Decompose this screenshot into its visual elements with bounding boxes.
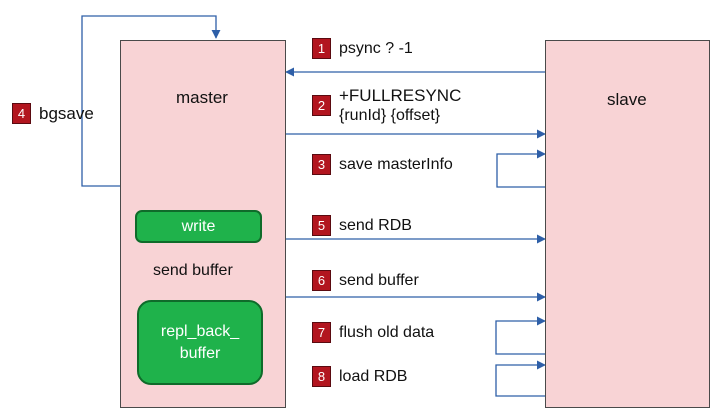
step-text: send buffer (339, 271, 419, 289)
step-6: 6 send buffer (312, 270, 419, 291)
step-text-line2: {runId} {offset} (339, 107, 441, 124)
step-text: save masterInfo (339, 155, 453, 173)
step-badge: 5 (312, 215, 331, 236)
step-8: 8 load RDB (312, 366, 407, 387)
step-text: bgsave (39, 103, 94, 123)
arrow-bgsave-loop (81, 15, 221, 187)
step-badge: 3 (312, 154, 331, 175)
step-5: 5 send RDB (312, 215, 412, 236)
step-text: +FULLRESYNC {runId} {offset} (339, 86, 461, 126)
step-text: psync ? -1 (339, 39, 413, 57)
write-block: write (135, 210, 262, 243)
slave-label: slave (607, 90, 647, 109)
write-label: write (181, 217, 216, 235)
arrow-save-masterinfo (496, 149, 546, 188)
step-badge: 4 (12, 103, 31, 124)
step-4: 4 bgsave (12, 103, 94, 124)
step-badge: 6 (312, 270, 331, 291)
step-7: 7 flush old data (312, 322, 434, 343)
arrow-load-rdb (495, 360, 546, 397)
step-1: 1 psync ? -1 (312, 38, 413, 59)
step-3: 3 save masterInfo (312, 154, 453, 175)
step-badge: 7 (312, 322, 331, 343)
step-badge: 8 (312, 366, 331, 387)
step-text: load RDB (339, 367, 408, 385)
step-text: flush old data (339, 323, 435, 341)
master-label: master (176, 88, 228, 107)
repl-buffer-line2: buffer (179, 344, 221, 362)
repl-buffer-line1: repl_back_ (160, 322, 240, 340)
step-text: send RDB (339, 216, 412, 234)
step-text-line1: +FULLRESYNC (339, 86, 462, 105)
inner-send-buffer-label: send buffer (153, 262, 233, 279)
step-badge: 2 (312, 95, 331, 116)
repl-back-buffer-block: repl_back_ buffer (137, 300, 263, 385)
slave-node (545, 40, 710, 408)
arrow-flush-old-data (495, 316, 546, 355)
step-2: 2 +FULLRESYNC {runId} {offset} (312, 86, 461, 126)
step-badge: 1 (312, 38, 331, 59)
